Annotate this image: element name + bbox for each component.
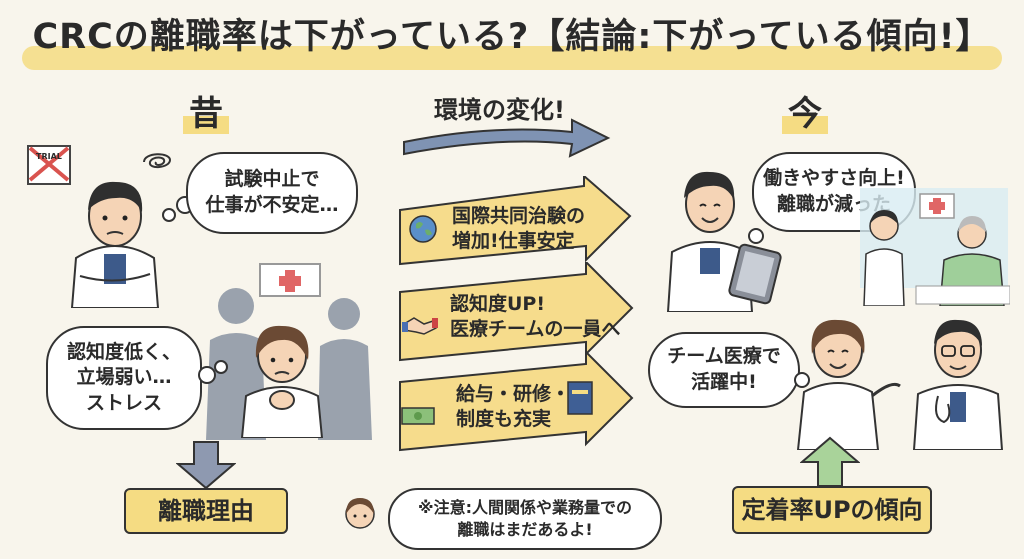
happy-crc-woman (788, 300, 908, 450)
bubble-tail (794, 372, 810, 388)
change-arrow-2: 認知度UP! 医療チームの一員へ (396, 262, 636, 362)
past-result-label: 離職理由 (124, 488, 288, 534)
middle-heading: 環境の変化! (434, 96, 565, 124)
bubble-line: 試験中止で (224, 168, 320, 191)
bubble-tail (748, 228, 764, 244)
globe-icon (408, 214, 438, 244)
bubble-line: 仕事が不安定… (205, 194, 339, 216)
change-arrow-3-text: 給与・研修・ 制度も充実 (456, 383, 571, 430)
bubble-line: 働きやすさ向上! (763, 167, 905, 190)
handshake-icon (402, 314, 438, 338)
bubble-line: 活躍中! (691, 371, 757, 393)
past-bubble-left: 認知度低く、 立場弱い… ストレス (46, 326, 202, 430)
up-arrow-icon (800, 436, 860, 488)
hospital-scene (820, 186, 1010, 306)
stress-scribble-icon (140, 148, 176, 176)
doctor-with-glasses (908, 300, 1008, 450)
change-arrow-3: 給与・研修・ 制度も充実 (396, 352, 636, 452)
title-banner: CRCの離職率は下がっている?【結論:下がっている傾向!】 (0, 0, 1024, 78)
clinic-cross-icon (258, 262, 322, 302)
present-bubble-mid: チーム医療で 活躍中! (648, 332, 800, 408)
present-heading: 今 (782, 86, 828, 135)
change-arrow-1: 国際共同治験の 増加!仕事安定 (396, 176, 634, 268)
bubble-line: ストレス (85, 391, 162, 414)
note-line: 離職はまだあるよ! (457, 520, 593, 539)
worried-crc-man (60, 158, 170, 308)
bubble-line: 認知度低く、 (66, 340, 181, 363)
past-bubble-top: 試験中止で 仕事が不安定… (186, 152, 358, 234)
past-heading: 昔 (183, 86, 229, 135)
money-icon (400, 404, 438, 430)
page-title: CRCの離職率は下がっている?【結論:下がっている傾向!】 (32, 17, 992, 57)
caution-note: ※注意:人間関係や業務量での 離職はまだあるよ! (388, 488, 662, 550)
trial-label: TRIAL (36, 152, 62, 161)
happy-crc-man-with-tablet (660, 152, 790, 312)
change-arrow-2-text: 認知度UP! 医療チームの一員へ (450, 293, 621, 340)
bubble-tail (162, 208, 176, 222)
trial-cancel-sign: TRIAL (22, 140, 78, 190)
down-arrow-icon (176, 440, 236, 490)
change-arrow-1-text: 国際共同治験の 増加!仕事安定 (452, 205, 586, 252)
present-result-label: 定着率UPの傾向 (732, 486, 932, 534)
note-line: ※注意:人間関係や業務量での (418, 498, 632, 518)
bubble-tail (214, 360, 228, 374)
bubble-line: 立場弱い… (76, 366, 172, 389)
note-avatar (340, 492, 380, 532)
bubble-tail (198, 366, 216, 384)
worried-crc-woman (232, 308, 332, 438)
title-highlight (22, 46, 1002, 70)
book-icon (566, 380, 596, 416)
blue-arrow (402, 114, 612, 160)
bubble-line: チーム医療で (667, 345, 781, 368)
